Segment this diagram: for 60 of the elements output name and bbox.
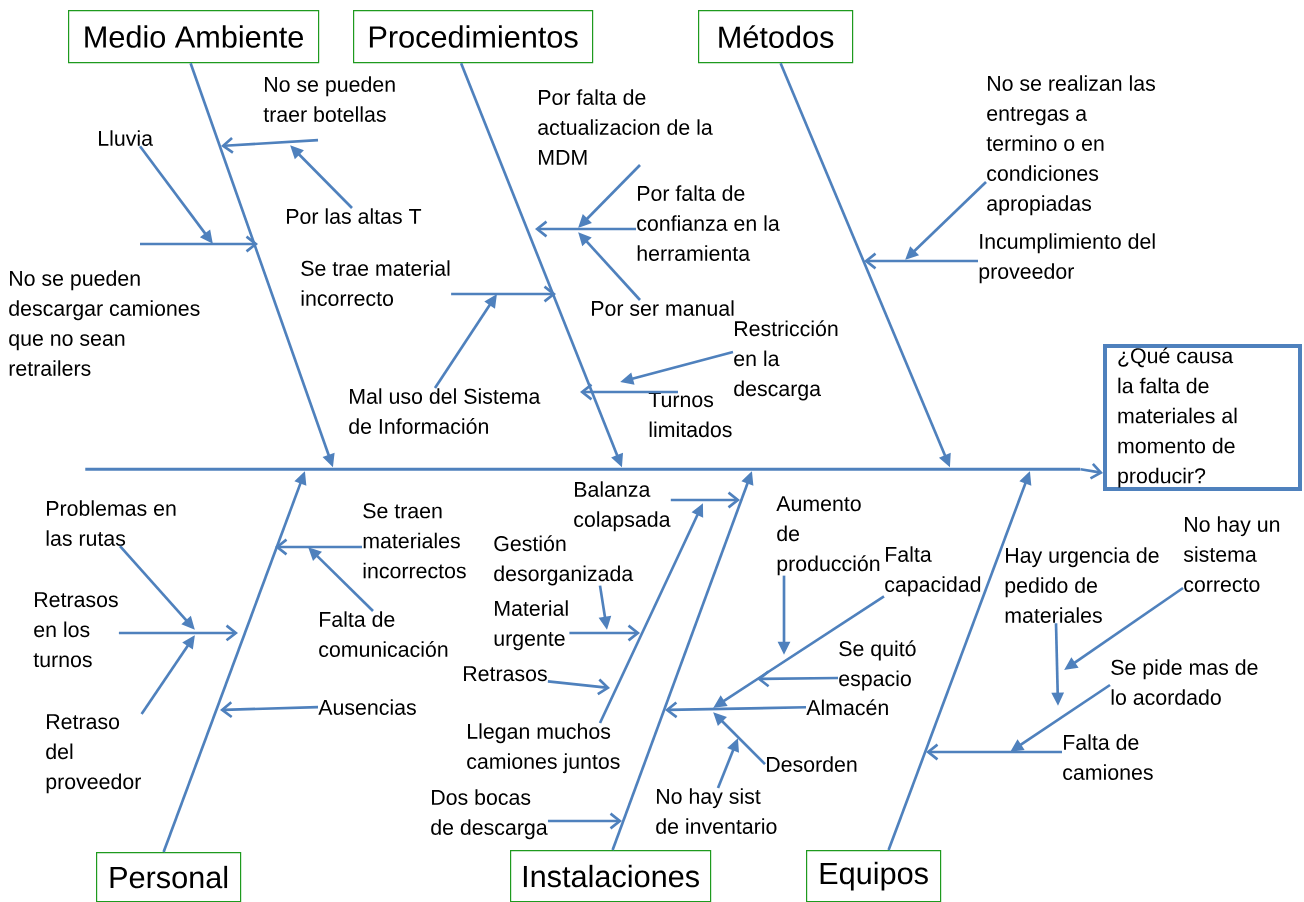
arrow [275,538,362,556]
cause-text: No hay sist de inventario [656,788,777,834]
cause-text: Falta de comunicación [319,611,448,657]
cause-text: Por falta de confianza en la herramienta [637,185,780,261]
arrow [864,252,978,270]
arrow [535,220,636,238]
cause-text: Retrasos en los turnos [33,592,118,668]
arrow [713,712,766,766]
arrow [580,383,678,401]
arrow [547,812,622,830]
cause-text: Se traen materiales incorrectos [363,503,466,579]
cause-text: Incumplimiento del proveedor [979,233,1155,284]
cause-text: No se realizan las entregas a termino o en condiciones apropiadas [986,75,1155,216]
arrow [118,624,238,642]
cause-text: Desorden [767,756,857,772]
cause-text: Falta de camiones [1063,734,1153,780]
arrow [1080,462,1103,480]
cause-text: Problemas en las rutas [46,500,176,546]
cause-text: No se pueden traer botellas [263,76,395,122]
cause-text: Almacén [806,699,888,716]
cause-text: Retraso del proveedor [46,714,141,794]
cause-text: Falta capacidad [885,546,981,597]
cause-text: Retrasos [464,666,547,682]
cause-text: Por falta de actualizacion de la MDM [538,89,713,165]
arrow [451,285,556,303]
arrow [757,670,839,688]
cause-text: Se trae material incorrecto [301,260,450,306]
cause-text: Ausencias [318,699,416,715]
arrow [670,491,740,509]
cause-text: Se pide mas de lo acordado [1111,659,1258,705]
arrow [221,137,319,154]
cause-text: Turnos limitados [648,392,732,438]
arrow [926,743,1062,761]
effect-box: ¿Qué causa la falta de materiales al momento de producir? [1103,344,1302,491]
cause-text: Por las altas T [287,208,422,224]
cause-text: Gestión desorganizada [494,535,634,586]
cause-text: Restricción en la descarga [734,320,838,401]
arrow [140,235,258,253]
cause-text: Aumento de producción [776,496,880,576]
category-box: Personal [96,852,242,902]
arrow [665,701,807,719]
cause-text: Hay urgencia de pedido de materiales [1005,547,1159,623]
cause-text: No hay un sistema correcto [1183,516,1280,592]
cause-text: Dos bocas de descarga [431,789,548,840]
cause-text: Llegan muchos camiones juntos [467,723,620,774]
arrow [547,678,610,696]
cause-text: Balanza colapsada [574,481,671,532]
arrow [569,624,640,642]
category-box: Medio Ambiente [68,10,320,64]
cause-text: Material urgente [494,600,568,651]
category-box: Métodos [698,10,854,64]
category-box: Procedimientos [353,10,594,64]
category-box: Equipos [806,850,942,902]
arrow [220,701,319,719]
cause-text: Por ser manual [592,300,734,316]
category-box: Instalaciones [510,850,712,902]
cause-text: Lluvia [99,130,153,146]
cause-text: No se pueden descargar camiones que no sean retrailers [9,270,200,376]
cause-text: Se quitó espacio [839,640,916,691]
cause-text: Mal uso del Sistema de Información [349,388,541,434]
